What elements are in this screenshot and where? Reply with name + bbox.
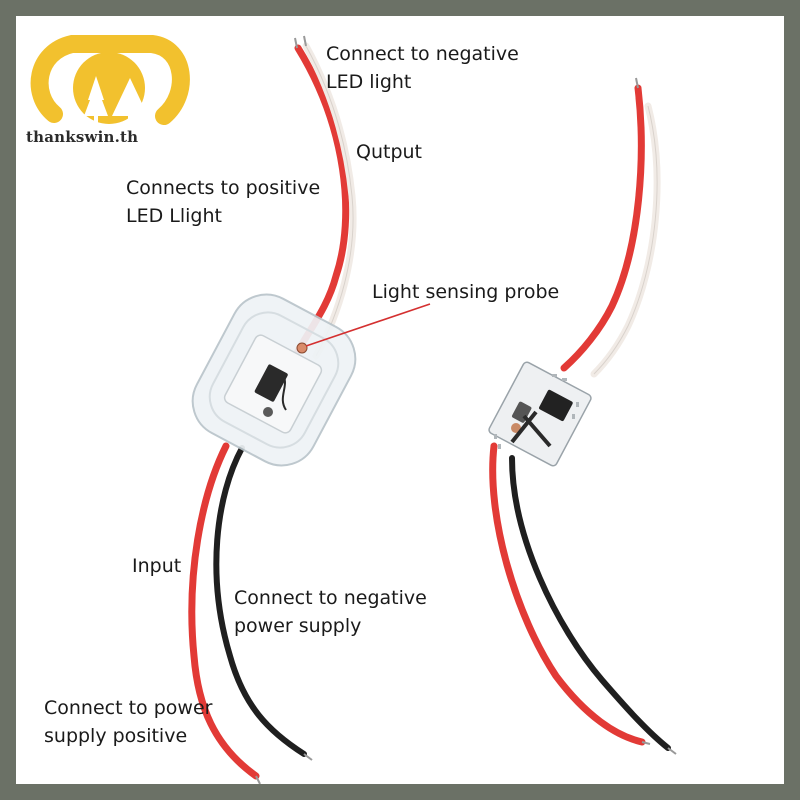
left-module	[188, 35, 357, 784]
right-top-white-wire	[590, 102, 661, 378]
label-connects-positive-led-line1: Connects to positive	[126, 177, 321, 199]
probe-pointer-line	[305, 303, 431, 347]
label-connect-negative-power-line1: Connect to negative	[234, 587, 427, 609]
label-light-sensing-probe: Light sensing probe	[372, 281, 560, 303]
product-image-frame: thankswin.th Connect to negative LED lig…	[16, 16, 784, 784]
label-connect-power-positive-line1: Connect to power	[44, 697, 213, 719]
label-input: Input	[132, 555, 182, 577]
label-connect-negative-led-line1: Connect to negative	[326, 43, 519, 65]
right-module	[488, 77, 677, 755]
light-sensor	[296, 342, 308, 354]
right-bottom-red-wire	[489, 442, 646, 746]
brand-watermark-text: thankswin.th	[26, 128, 139, 146]
right-bottom-black-wire	[509, 455, 671, 751]
right-top-red-wire	[560, 84, 645, 372]
left-bottom-red-wire	[188, 442, 260, 780]
brand-logo	[30, 35, 190, 125]
label-connect-negative-power-line2: power supply	[234, 615, 362, 637]
label-connect-negative-led-line2: LED light	[326, 71, 412, 93]
left-bottom-black-wire	[213, 445, 307, 757]
right-pcb	[488, 361, 592, 467]
label-connect-power-positive-line2: supply positive	[44, 725, 188, 747]
product-photo	[188, 35, 677, 784]
label-connects-positive-led-line2: LED Llight	[126, 205, 222, 227]
label-output: Qutput	[356, 141, 422, 163]
